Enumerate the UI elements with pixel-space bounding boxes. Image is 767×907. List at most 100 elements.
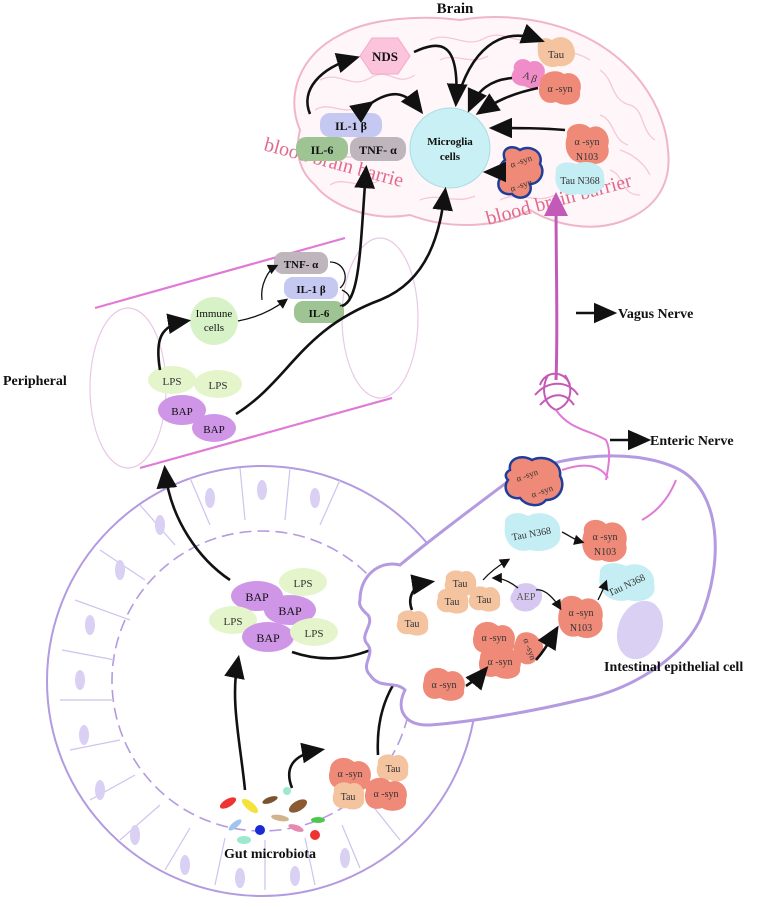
vagus-nerve-label: Vagus Nerve [618, 307, 693, 322]
brain-asyn-blob: α -syn [538, 71, 581, 105]
gut-tau-2: Tau [332, 782, 365, 810]
brain-il6: IL-6 [296, 137, 348, 161]
gut-bap-2: BAP [264, 595, 316, 625]
epi-tau-n368-2: Tau N368 [599, 563, 655, 602]
gut-bap-1-label: BAP [245, 590, 269, 604]
enteric-nerve-line [555, 409, 611, 481]
gut-asyn-2-label: α -syn [374, 789, 399, 800]
brain-asyn-aggregate: α -syn α -syn [497, 146, 544, 199]
brain-tnfa-label: TNF- α [359, 143, 397, 157]
periph-il1b-label: IL-1 β [296, 284, 326, 296]
gut-bap-3-label: BAP [256, 631, 280, 645]
brain-title: Brain [437, 1, 474, 17]
epithelial-arrows [409, 531, 609, 691]
epithelial-label: Intestinal epithelial cell [604, 660, 743, 675]
gut-bap-2-label: BAP [278, 604, 302, 618]
nerve-ganglion [534, 372, 579, 411]
epi-tau-n368-1: Tau N368 [504, 513, 561, 552]
gut-asyn-1: α -syn [328, 757, 371, 791]
periph-bap-1: BAP [158, 395, 206, 425]
periph-tnfa: TNF- α [274, 252, 328, 274]
immune-cells: Immune cells [190, 297, 238, 345]
brain-tau-blob: Tau [537, 37, 576, 68]
immune-label-line2: cells [204, 322, 224, 334]
enteric-branch [561, 464, 609, 479]
brain-asyn-n103-label-a: α -syn [575, 137, 600, 148]
gut-tau-2-label: Tau [341, 792, 356, 803]
gut-lps-1: LPS [279, 568, 327, 596]
gut-bap-3: BAP [242, 622, 294, 652]
abeta-blob: A β [511, 59, 545, 89]
brain-il1b-label: IL-1 β [335, 119, 367, 133]
brain-tau-n368-blob: Tau N368 [555, 161, 605, 196]
gut-asyn-2: α -syn [364, 777, 407, 811]
peripheral-vessel: Peripheral Immune cells TNF- α IL-1 β IL… [3, 164, 453, 470]
epi-asyn-a-label: α -syn [482, 633, 507, 644]
brain-arrows [306, 23, 566, 183]
epi-tau-b-label: Tau [445, 597, 460, 608]
gut-lps-3-label: LPS [305, 628, 324, 640]
enteric-branch-2 [641, 479, 677, 521]
nuclei [75, 480, 350, 888]
epi-tau-a-label: Tau [453, 579, 468, 590]
aep-label: AEP [517, 592, 536, 603]
epi-asyn-d-label: α -syn [432, 680, 457, 691]
epi-asyn-aggregate: α -syn α -syn [504, 456, 564, 507]
villi [60, 467, 401, 890]
gut-microbiota-cluster [219, 787, 325, 844]
gut-lps-2: LPS [209, 606, 257, 634]
nds-label: NDS [372, 49, 398, 64]
brain-asyn-label: α -syn [548, 84, 573, 95]
brain-tau-label: Tau [548, 49, 565, 61]
epi-tau-c-label: Tau [477, 595, 492, 606]
gut-tau-1: Tau [376, 754, 409, 782]
epi-tau-cluster: Tau Tau Tau [436, 570, 501, 614]
gut-asyn-1-label: α -syn [338, 769, 363, 780]
epi-asyn-n103-2-label-b: N103 [570, 623, 592, 634]
periph-il6: IL-6 [294, 301, 344, 323]
epi-asyn-b-label: α -syn [488, 657, 513, 668]
brain-asyn-n103-label-b: N103 [576, 152, 598, 163]
periph-bap-2-label: BAP [203, 424, 224, 436]
gut-tau-1-label: Tau [386, 764, 401, 775]
epi-asyn-n103-1: α -syn N103 [582, 519, 627, 563]
gut-lps-2-label: LPS [224, 616, 243, 628]
brain-tnfa: TNF- α [350, 137, 406, 161]
periph-lps-2-label: LPS [209, 380, 228, 392]
microglia-label-line1: Microglia [427, 136, 473, 148]
vagus-nerve-line [544, 192, 569, 381]
periph-il6-label: IL-6 [309, 308, 330, 320]
brain-tau-n368-label: Tau N368 [560, 176, 600, 187]
periph-lps-1: LPS [148, 366, 196, 394]
periph-il1b: IL-1 β [284, 277, 338, 299]
brain-region: Brain blood brain barrie blood brain bar… [262, 1, 670, 230]
epi-asyn-n103-1-label-b: N103 [594, 547, 616, 558]
nerves: Vagus Nerve Enteric Nerve [534, 192, 734, 521]
microglia-cells: Microglia cells [409, 107, 491, 189]
gut-microbiota-label: Gut microbiota [224, 847, 316, 862]
abeta-label: A β [521, 70, 538, 85]
epi-tau-single: Tau [396, 610, 429, 636]
periph-lps-2: LPS [194, 370, 242, 398]
periph-tnfa-label: TNF- α [284, 259, 319, 271]
peripheral-arrows [156, 164, 453, 416]
epithelial-nucleus [616, 600, 664, 660]
gut-lps-3: LPS [290, 618, 338, 646]
brain-asyn-n103-blob: α -syn N103 [565, 123, 609, 165]
aep-enzyme: AEP [510, 583, 543, 612]
microglia-label-line2: cells [440, 151, 461, 163]
enteric-nerve-label: Enteric Nerve [650, 434, 734, 449]
epi-asyn-n103-2: α -syn N103 [558, 595, 603, 639]
epi-asyn-cluster: α -syn α -syn α -syn α -syn [422, 621, 544, 701]
epi-tau-single-label: Tau [405, 619, 420, 630]
epi-asyn-n103-2-label-a: α -syn [569, 608, 594, 619]
brain-il1b: IL-1 β [320, 113, 382, 137]
epithelial-cell: Intestinal epithelial cell α -syn α -syn… [358, 454, 743, 727]
gut-lps-1-label: LPS [294, 578, 313, 590]
brain-il6-label: IL-6 [311, 143, 334, 157]
periph-bap-2: BAP [192, 414, 236, 442]
immune-label-line1: Immune [196, 308, 233, 320]
nds-node: NDS [359, 37, 411, 75]
